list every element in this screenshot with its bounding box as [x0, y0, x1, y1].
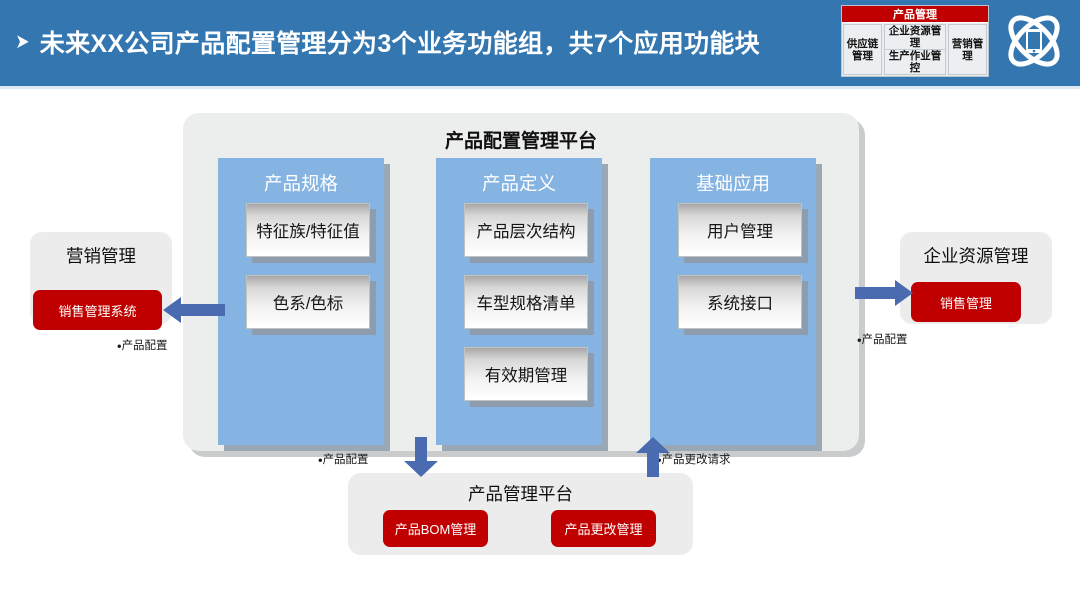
sales-management-button[interactable]: 销售管理 — [911, 282, 1021, 322]
group-1-title: 产品规格 — [263, 173, 338, 194]
product-change-management-button[interactable]: 产品更改管理 — [551, 510, 656, 547]
nav-header-product-management[interactable]: 产品管理 — [842, 6, 988, 23]
group-product-definition: 产品定义 产品层次结构 车型规格清单 有效期管理 — [436, 158, 602, 445]
atom-tablet-logo — [1000, 8, 1068, 74]
nav-item-production-control[interactable]: 生产作业管控 — [884, 50, 946, 75]
nav-item-supply-chain[interactable]: 供应链管理 — [843, 24, 882, 75]
chevron-right-icon: ➤ — [15, 31, 30, 53]
page-title-text: 未来XX公司产品配置管理分为3个业务功能组，共7个应用功能块 — [39, 30, 760, 58]
tile-color-family-code[interactable]: 色系/色标 — [246, 275, 370, 329]
sales-management-system-button[interactable]: 销售管理系统 — [33, 290, 162, 330]
nav-module-table: 产品管理 供应链管理 企业资源管理 生产作业管控 营销管理 — [841, 5, 989, 77]
tile-validity-management[interactable]: 有效期管理 — [464, 347, 588, 401]
bullet-dot-icon: • — [318, 452, 323, 468]
product-configuration-platform: 产品配置管理平台 产品规格 特征族/特征值 色系/色标 产品定义 产品层次结构 … — [183, 113, 859, 451]
product-bom-management-button[interactable]: 产品BOM管理 — [383, 510, 488, 547]
arrow-down-to-product-platform — [404, 437, 438, 477]
nav-mid-column: 企业资源管理 生产作业管控 — [884, 24, 946, 75]
bullet-dot-icon: • — [657, 452, 662, 468]
group-3-title: 基础应用 — [695, 173, 770, 194]
page-title: ➤ 未来XX公司产品配置管理分为3个业务功能组，共7个应用功能块 — [14, 24, 760, 60]
tile-user-management[interactable]: 用户管理 — [678, 203, 802, 257]
arrow-right-to-erp — [855, 280, 913, 306]
flow-label-bottom-right-text: 产品更改请求 — [661, 454, 731, 466]
flow-label-bottom-left-text: 产品配置 — [322, 454, 369, 466]
marketing-box-title: 营销管理 — [66, 246, 136, 266]
arrow-up-to-basic-application — [636, 437, 670, 477]
flow-label-bottom-left: •产品配置 — [318, 451, 369, 467]
flow-label-left-text: 产品配置 — [121, 340, 168, 352]
arrow-left-to-marketing — [163, 297, 225, 323]
group-basic-application: 基础应用 用户管理 系统接口 — [650, 158, 816, 445]
header-underline — [0, 86, 1080, 89]
bullet-dot-icon: • — [117, 338, 122, 354]
tile-system-interface[interactable]: 系统接口 — [678, 275, 802, 329]
tile-vehicle-spec-list[interactable]: 车型规格清单 — [464, 275, 588, 329]
flow-label-bottom-right: •产品更改请求 — [657, 451, 731, 467]
flow-label-right: •产品配置 — [857, 331, 908, 347]
bullet-dot-icon: • — [857, 332, 862, 348]
nav-body: 供应链管理 企业资源管理 生产作业管控 营销管理 — [842, 23, 988, 76]
nav-item-marketing[interactable]: 营销管理 — [948, 24, 987, 75]
group-2-title: 产品定义 — [481, 173, 556, 194]
flow-label-right-text: 产品配置 — [861, 334, 908, 346]
flow-label-left: •产品配置 — [117, 337, 168, 353]
nav-item-erp[interactable]: 企业资源管理 — [884, 24, 946, 50]
tile-product-hierarchy[interactable]: 产品层次结构 — [464, 203, 588, 257]
bottom-platform-title: 产品管理平台 — [468, 484, 573, 504]
tile-feature-family-value[interactable]: 特征族/特征值 — [246, 203, 370, 257]
platform-title: 产品配置管理平台 — [444, 131, 597, 152]
group-product-spec: 产品规格 特征族/特征值 色系/色标 — [218, 158, 384, 445]
erp-box-title: 企业资源管理 — [923, 246, 1029, 266]
